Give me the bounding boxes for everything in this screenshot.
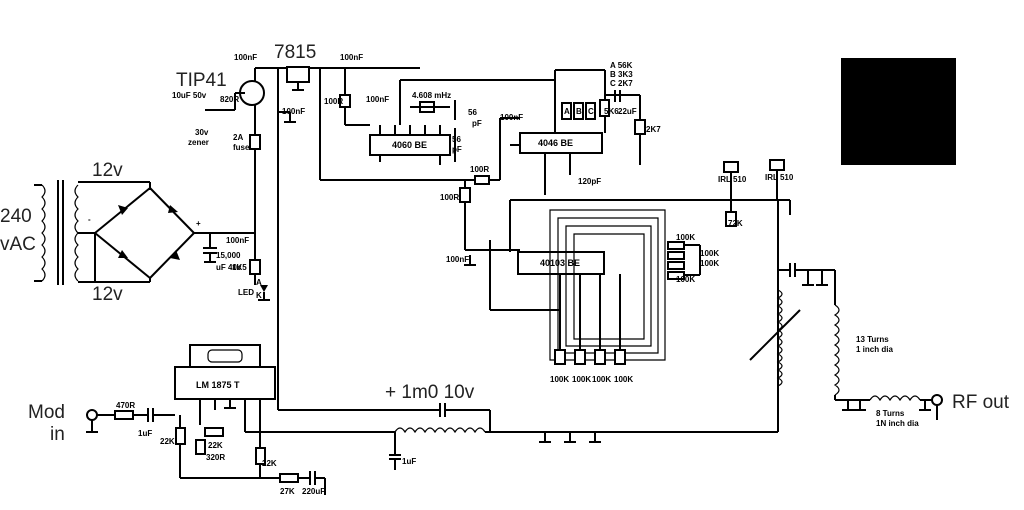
output-network [749, 263, 943, 432]
c-mid-label: 100nF [282, 107, 305, 116]
ac-unit-label: vAC [0, 234, 36, 255]
r-100-side-label: 100R [440, 193, 459, 202]
mod-2-label: in [50, 424, 65, 445]
r-100k-d-label: 100K [676, 275, 695, 284]
r-72k-label: 72K [728, 219, 743, 228]
smoothing-capacitor [203, 233, 217, 263]
cap-56-label: 56 [452, 135, 461, 144]
r-100k-h-label: 100K [614, 375, 633, 384]
wire-100R-link [459, 175, 520, 266]
irl-2-label: IRL 510 [765, 173, 794, 182]
ic-40103-label: 40103 BE [540, 258, 580, 268]
irl-1-label: IRL 510 [718, 175, 747, 184]
r-27k-label: 27K [280, 487, 295, 496]
r-5k6-label: 5K6 [604, 107, 619, 116]
sw-c-label: C [588, 107, 594, 116]
c-1uf-label: 1uF [138, 429, 152, 438]
r-100k-b-label: 100K [700, 249, 719, 258]
cap-pfb-label: pF [472, 119, 482, 128]
c-top-label: 100nF [234, 53, 257, 62]
amp-label: LM 1875 T [196, 380, 240, 390]
cap-15000-label: 15,000 [216, 251, 241, 260]
coil-8-2-label: 1N inch dia [876, 419, 919, 428]
mod-1-label: Mod [28, 402, 65, 423]
ic-4046 [499, 69, 646, 195]
r-100-label: 100R [324, 97, 343, 106]
bridge-rectifier: - + [88, 187, 255, 282]
r-100k-f-label: 100K [572, 375, 591, 384]
r-100k-e-label: 100K [550, 375, 569, 384]
fuse-2-label: fuse [233, 143, 250, 152]
abc-b-label: B 3K3 [610, 70, 633, 79]
ic-4046-label: 4046 BE [538, 138, 573, 148]
secondary-bottom-label: 12v [92, 284, 123, 305]
coil-13-2-label: 1 inch dia [856, 345, 893, 354]
cap-15000-v-label: uF 40v [216, 263, 242, 272]
c-supply-label: 100nF [226, 236, 249, 245]
c-120pf-label: 120pF [578, 177, 601, 186]
abc-a-label: A 56K [610, 61, 633, 70]
fuse-1-label: 2A [233, 133, 243, 142]
regulator-label: 7815 [274, 42, 316, 63]
transformer [34, 180, 151, 285]
r-22k-b-label: 22K [208, 441, 223, 450]
crystal-label: 4.608 mHz [412, 91, 451, 100]
r-100k-c-label: 100K [700, 259, 719, 268]
abc-c-label: C 2K7 [610, 79, 633, 88]
sw-a-label: A [564, 107, 570, 116]
r-1k5-label: 1K5 [232, 263, 247, 272]
c-1uf-b-label: 1uF [402, 457, 416, 466]
svg-text:-: - [88, 215, 91, 224]
r-22k-a-label: 22K [160, 437, 175, 446]
ac-voltage-label: 240 [0, 206, 32, 227]
ic-4060-label: 4060 BE [392, 140, 427, 150]
c-40103-label: 100nF [446, 255, 469, 264]
zener-1-label: 30v [195, 128, 209, 137]
r-2k7-label: 2K7 [646, 125, 661, 134]
amplifier-lm1875 [174, 344, 276, 448]
regulator-7815 [255, 66, 420, 91]
sw-b-label: B [576, 107, 582, 116]
coil-8-1-label: 8 Turns [876, 409, 905, 418]
r-470-label: 470R [116, 401, 135, 410]
led-k-label: K [256, 291, 262, 300]
c-220uf-label: 220uF [302, 487, 325, 496]
r-820-label: 820R [220, 95, 239, 104]
transistor-label: TIP41 [176, 70, 227, 91]
blank-block [841, 58, 956, 165]
c-4046-label: 100nF [500, 113, 523, 122]
r-100k-g-label: 100K [592, 375, 611, 384]
ic-4060 [369, 79, 555, 165]
cap-56b-label: 56 [468, 108, 477, 117]
c-4060-label: 100nF [366, 95, 389, 104]
c-10uf-label: 10uF 50v [172, 91, 207, 100]
rf-out-label: RF out [952, 392, 1010, 413]
transistor-tip41 [235, 68, 265, 135]
modulation-coupling [245, 403, 778, 470]
r-320-label: 320R [206, 453, 225, 462]
r-100-link-label: 100R [470, 165, 489, 174]
r-22k-c-label: 22K [262, 459, 277, 468]
svg-text:+: + [196, 219, 201, 228]
led-a-label: A [256, 278, 262, 287]
r-100k-a-label: 100K [676, 233, 695, 242]
coil-13-1-label: 13 Turns [856, 335, 889, 344]
cap-pf-label: pF [452, 145, 462, 154]
supply-wiring [205, 68, 480, 410]
c-reg-label: 100nF [340, 53, 363, 62]
mod-input [86, 408, 326, 495]
coupling-label: + 1m0 10v [385, 382, 475, 403]
c-22uf-label: 22uF [618, 107, 637, 116]
zener-2-label: zener [188, 138, 209, 147]
ic-40103 [489, 199, 790, 365]
led-label: LED [238, 288, 254, 297]
secondary-top-label: 12v [92, 160, 123, 181]
